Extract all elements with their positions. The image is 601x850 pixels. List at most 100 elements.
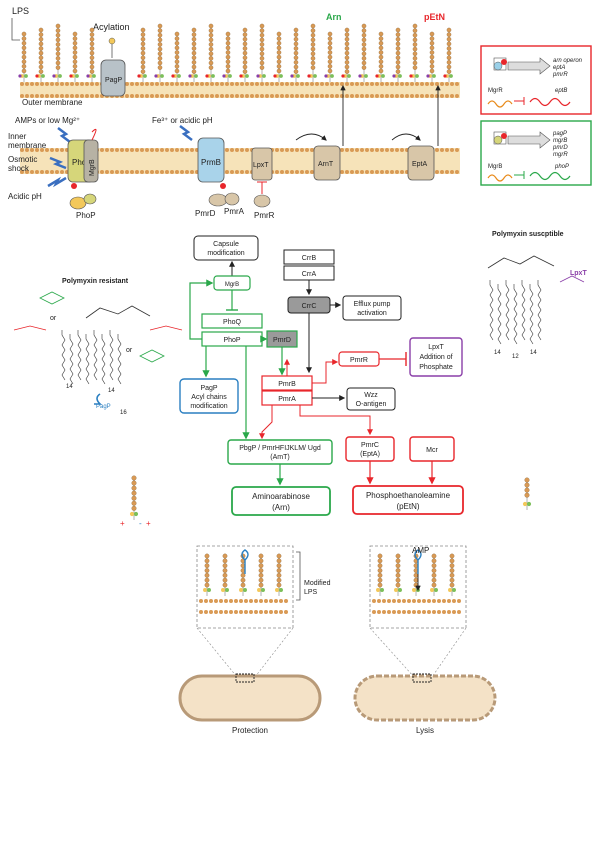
- lipid-head: [345, 148, 349, 152]
- sugar-bead: [524, 482, 530, 488]
- lipid-head: [230, 94, 234, 98]
- sugar-bead: [208, 46, 214, 52]
- acyl-head: [108, 37, 116, 45]
- sugar-bead: [174, 64, 180, 69]
- core-bead: [207, 588, 211, 592]
- sugar-bead: [258, 577, 264, 583]
- sugar-bead: [377, 582, 383, 588]
- lipid-head: [455, 170, 459, 174]
- sugar-bead: [276, 54, 282, 60]
- lipid-head: [209, 610, 213, 614]
- core-bead: [133, 511, 139, 517]
- sugar-bead: [21, 50, 27, 55]
- sugar-bead: [242, 32, 248, 37]
- sugar-bead: [412, 56, 418, 61]
- lipid-head: [40, 170, 44, 174]
- lipid-head: [392, 599, 396, 603]
- sugar-bead: [429, 36, 435, 41]
- lipid-head: [115, 148, 119, 152]
- lipid-head: [457, 610, 461, 614]
- sugar-bead: [259, 32, 265, 38]
- charge-dot: [69, 74, 73, 78]
- lipid-head: [254, 599, 258, 603]
- lipid-head: [125, 94, 129, 98]
- chain-length: 14: [108, 388, 115, 394]
- lipid-head: [224, 610, 228, 614]
- core-bead: [279, 588, 283, 592]
- lipid-head: [330, 94, 334, 98]
- lipid-head: [245, 82, 249, 86]
- sugar-bead: [242, 46, 248, 51]
- sugar-bead: [449, 573, 455, 578]
- lipid-head: [445, 82, 449, 86]
- sugar-bead: [204, 558, 210, 564]
- sugar-bead: [395, 50, 401, 56]
- sugar-bead: [327, 59, 333, 64]
- charge-dot: [86, 74, 90, 78]
- lipid-head: [230, 170, 234, 174]
- sugar-bead: [344, 64, 350, 70]
- sugar-bead: [361, 65, 367, 70]
- lipid-head: [70, 82, 74, 86]
- sugar-bead: [293, 41, 299, 47]
- lipid-head: [392, 610, 396, 614]
- lipid-head: [407, 610, 411, 614]
- lipid-head: [35, 82, 39, 86]
- sugar-bead: [38, 69, 44, 74]
- red-gene-1: arn operon: [553, 58, 583, 64]
- sugar-bead: [89, 64, 95, 70]
- lipid-head: [259, 599, 263, 603]
- sugar-bead: [225, 31, 231, 37]
- sugar-bead: [276, 568, 282, 573]
- sugar-bead: [310, 37, 316, 43]
- sugar-bead: [259, 60, 265, 66]
- wzz-label-1: Wzz: [364, 392, 378, 399]
- lipid-head: [350, 148, 354, 152]
- sugar-bead: [72, 45, 78, 51]
- sugar-bead: [89, 69, 95, 74]
- lipid-head: [220, 82, 224, 86]
- inhibition-arc: [91, 128, 97, 141]
- lipid-head: [185, 94, 189, 98]
- lipid-head: [410, 94, 414, 98]
- sugar-bead: [208, 56, 214, 61]
- sugar-bead: [429, 50, 435, 55]
- sugar-bead: [157, 56, 163, 61]
- lipid-head: [295, 148, 299, 152]
- lipid-head: [50, 148, 54, 152]
- sugar-bead: [378, 59, 384, 64]
- lipid-head: [335, 94, 339, 98]
- lipid-head: [125, 148, 129, 152]
- crra-label: CrrA: [302, 271, 317, 278]
- sugar-bead: [259, 51, 265, 56]
- sugar-bead: [412, 28, 418, 33]
- lipid-head: [60, 82, 64, 86]
- lipid-head: [249, 599, 253, 603]
- lipid-head: [360, 94, 364, 98]
- core-bead: [203, 588, 207, 592]
- lipid-head: [375, 170, 379, 174]
- sugar-bead: [131, 495, 137, 501]
- lipid-head: [190, 170, 194, 174]
- core-bead: [522, 501, 528, 507]
- green-gene-3: pmrD: [552, 145, 568, 151]
- sugar-bead: [140, 36, 146, 42]
- lipid-head: [417, 610, 421, 614]
- lipid-head: [330, 82, 334, 86]
- zoom-box-left: [235, 673, 255, 683]
- lipid-head: [402, 610, 406, 614]
- inner-label-1: Inner: [8, 132, 27, 141]
- lipid-head: [155, 82, 159, 86]
- arn-result-1: Aminoarabinose: [252, 492, 310, 501]
- lipid-head: [145, 94, 149, 98]
- sugar-bead: [208, 37, 214, 43]
- lipid-head: [340, 148, 344, 152]
- sugar-bead: [242, 27, 248, 33]
- lipid-head: [239, 610, 243, 614]
- lpxt-label: LpxT: [253, 162, 269, 169]
- lipid-head: [305, 170, 309, 174]
- sugar-bead: [89, 50, 95, 56]
- sugar-bead: [140, 69, 146, 74]
- lpxt-protein: [251, 147, 273, 181]
- lipid-head: [20, 94, 24, 98]
